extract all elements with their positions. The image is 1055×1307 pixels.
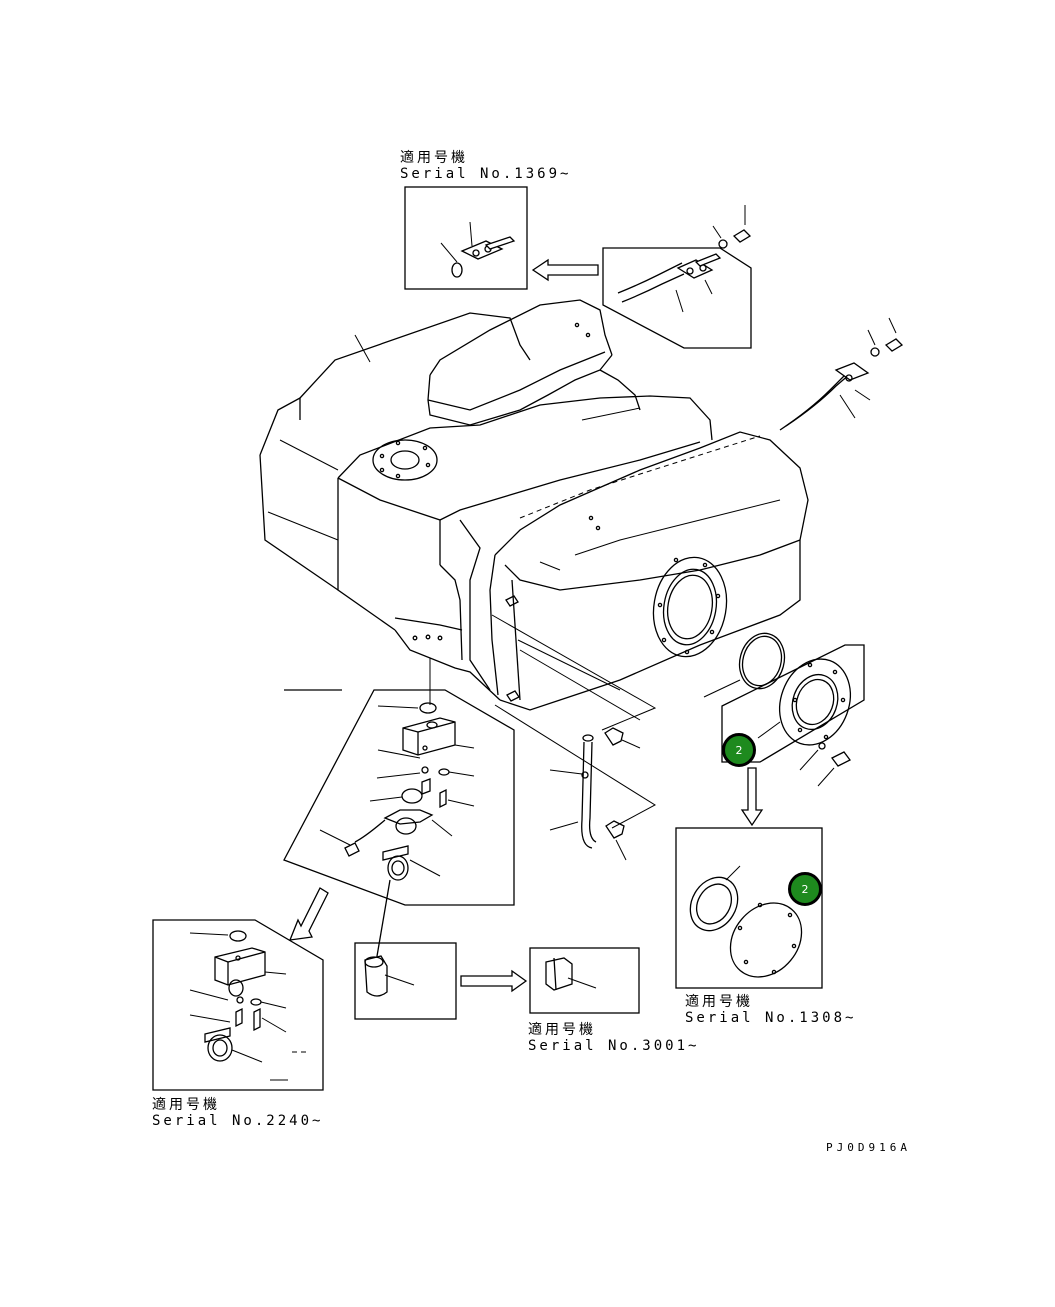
part-marker-2-inset[interactable]: 2 [788, 872, 822, 906]
fuel-tank-body [259, 299, 809, 711]
breather-detail-box [602, 205, 752, 349]
callout-1308-applicable-models: 適用号機 [685, 994, 753, 1010]
callout-label-3001: 適用号機 Serial No.3001~ [528, 1022, 699, 1054]
part-marker-2-cover-label: 2 [735, 744, 743, 757]
drain-hose [491, 614, 657, 861]
callout-label-1308: 適用号機 Serial No.1308~ [685, 994, 856, 1026]
callout-3001-serial: Serial No.3001~ [528, 1038, 700, 1054]
inset-box-1369 [404, 186, 528, 290]
inset-box-3001 [529, 947, 640, 1014]
arrow-to-inset-2240 [288, 887, 329, 941]
callout-1369-applicable-models: 適用号機 [400, 150, 468, 166]
arrow-left-to-inset-1369 [531, 258, 599, 282]
callout-2240-applicable-models: 適用号機 [152, 1097, 220, 1113]
callout-2240-serial: Serial No.2240~ [152, 1113, 324, 1129]
drain-valve-box [283, 658, 515, 963]
breather-pipe-right [779, 317, 904, 431]
inset-box-3001-left [354, 942, 457, 1020]
inspection-cover-detail [703, 632, 865, 827]
inset-box-1308 [675, 827, 823, 989]
drawing-code: PJ0D916A [826, 1141, 911, 1154]
callout-3001-applicable-models: 適用号機 [528, 1022, 596, 1038]
callout-label-1369: 適用号機 Serial No.1369~ [400, 150, 571, 182]
arrow-right-to-inset-3001 [460, 969, 528, 993]
part-marker-2-cover[interactable]: 2 [722, 733, 756, 767]
callout-label-2240: 適用号機 Serial No.2240~ [152, 1097, 323, 1129]
callout-1369-serial: Serial No.1369~ [400, 166, 572, 182]
part-marker-2-inset-label: 2 [801, 883, 809, 896]
callout-1308-serial: Serial No.1308~ [685, 1010, 857, 1026]
inset-box-2240 [152, 919, 324, 1091]
